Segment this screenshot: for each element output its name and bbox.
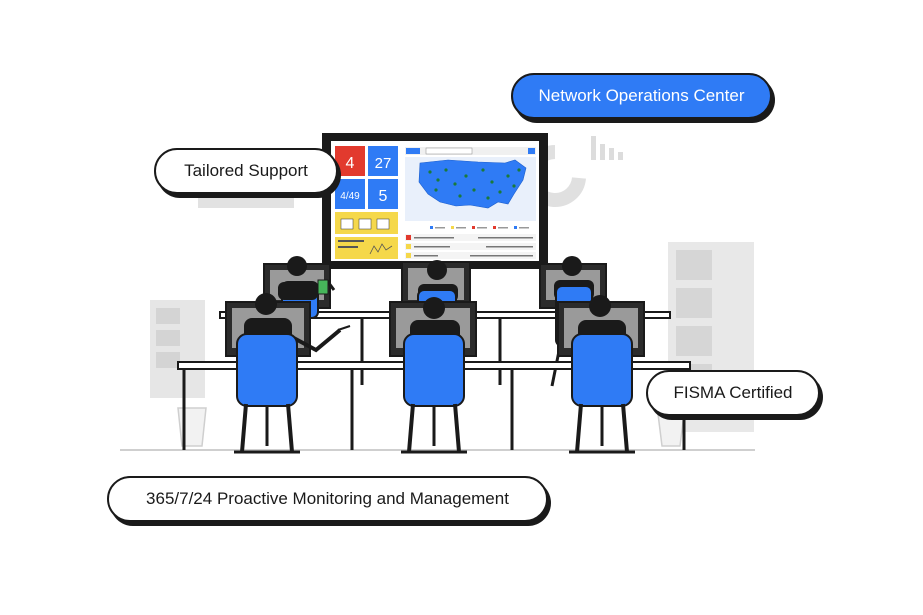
- stat-tile-value: 5: [379, 188, 388, 205]
- stat-tile-value: 27: [375, 155, 392, 172]
- stat-tile-value: 4/49: [340, 191, 360, 202]
- tailored-support-label: Tailored Support: [154, 148, 338, 194]
- stat-tile-blue: [368, 179, 398, 209]
- stat-tile-value: 4: [346, 155, 355, 172]
- proactive-monitoring-label: 365/7/24 Proactive Monitoring and Manage…: [107, 476, 548, 522]
- fisma-certified-label: FISMA Certified: [646, 370, 820, 416]
- chair-front-center: [401, 333, 467, 454]
- trash-bin-right: [657, 413, 685, 447]
- chair-front-right: [569, 333, 635, 454]
- chair-front-left: [234, 333, 300, 454]
- stat-tile-red: [335, 146, 365, 176]
- us-map: [418, 159, 527, 209]
- trash-bin-left: [177, 407, 207, 447]
- stat-tile-blue: [368, 146, 398, 176]
- wall-dashboard: 4 27 4/49 5: [322, 133, 548, 269]
- network-operations-center-label: Network Operations Center: [511, 73, 772, 119]
- map-legend: [430, 226, 529, 229]
- filing-cabinet-left: [150, 300, 205, 398]
- alert-rows: [405, 234, 536, 259]
- yellow-panel: [335, 237, 398, 259]
- stat-tile-blue: [335, 179, 365, 209]
